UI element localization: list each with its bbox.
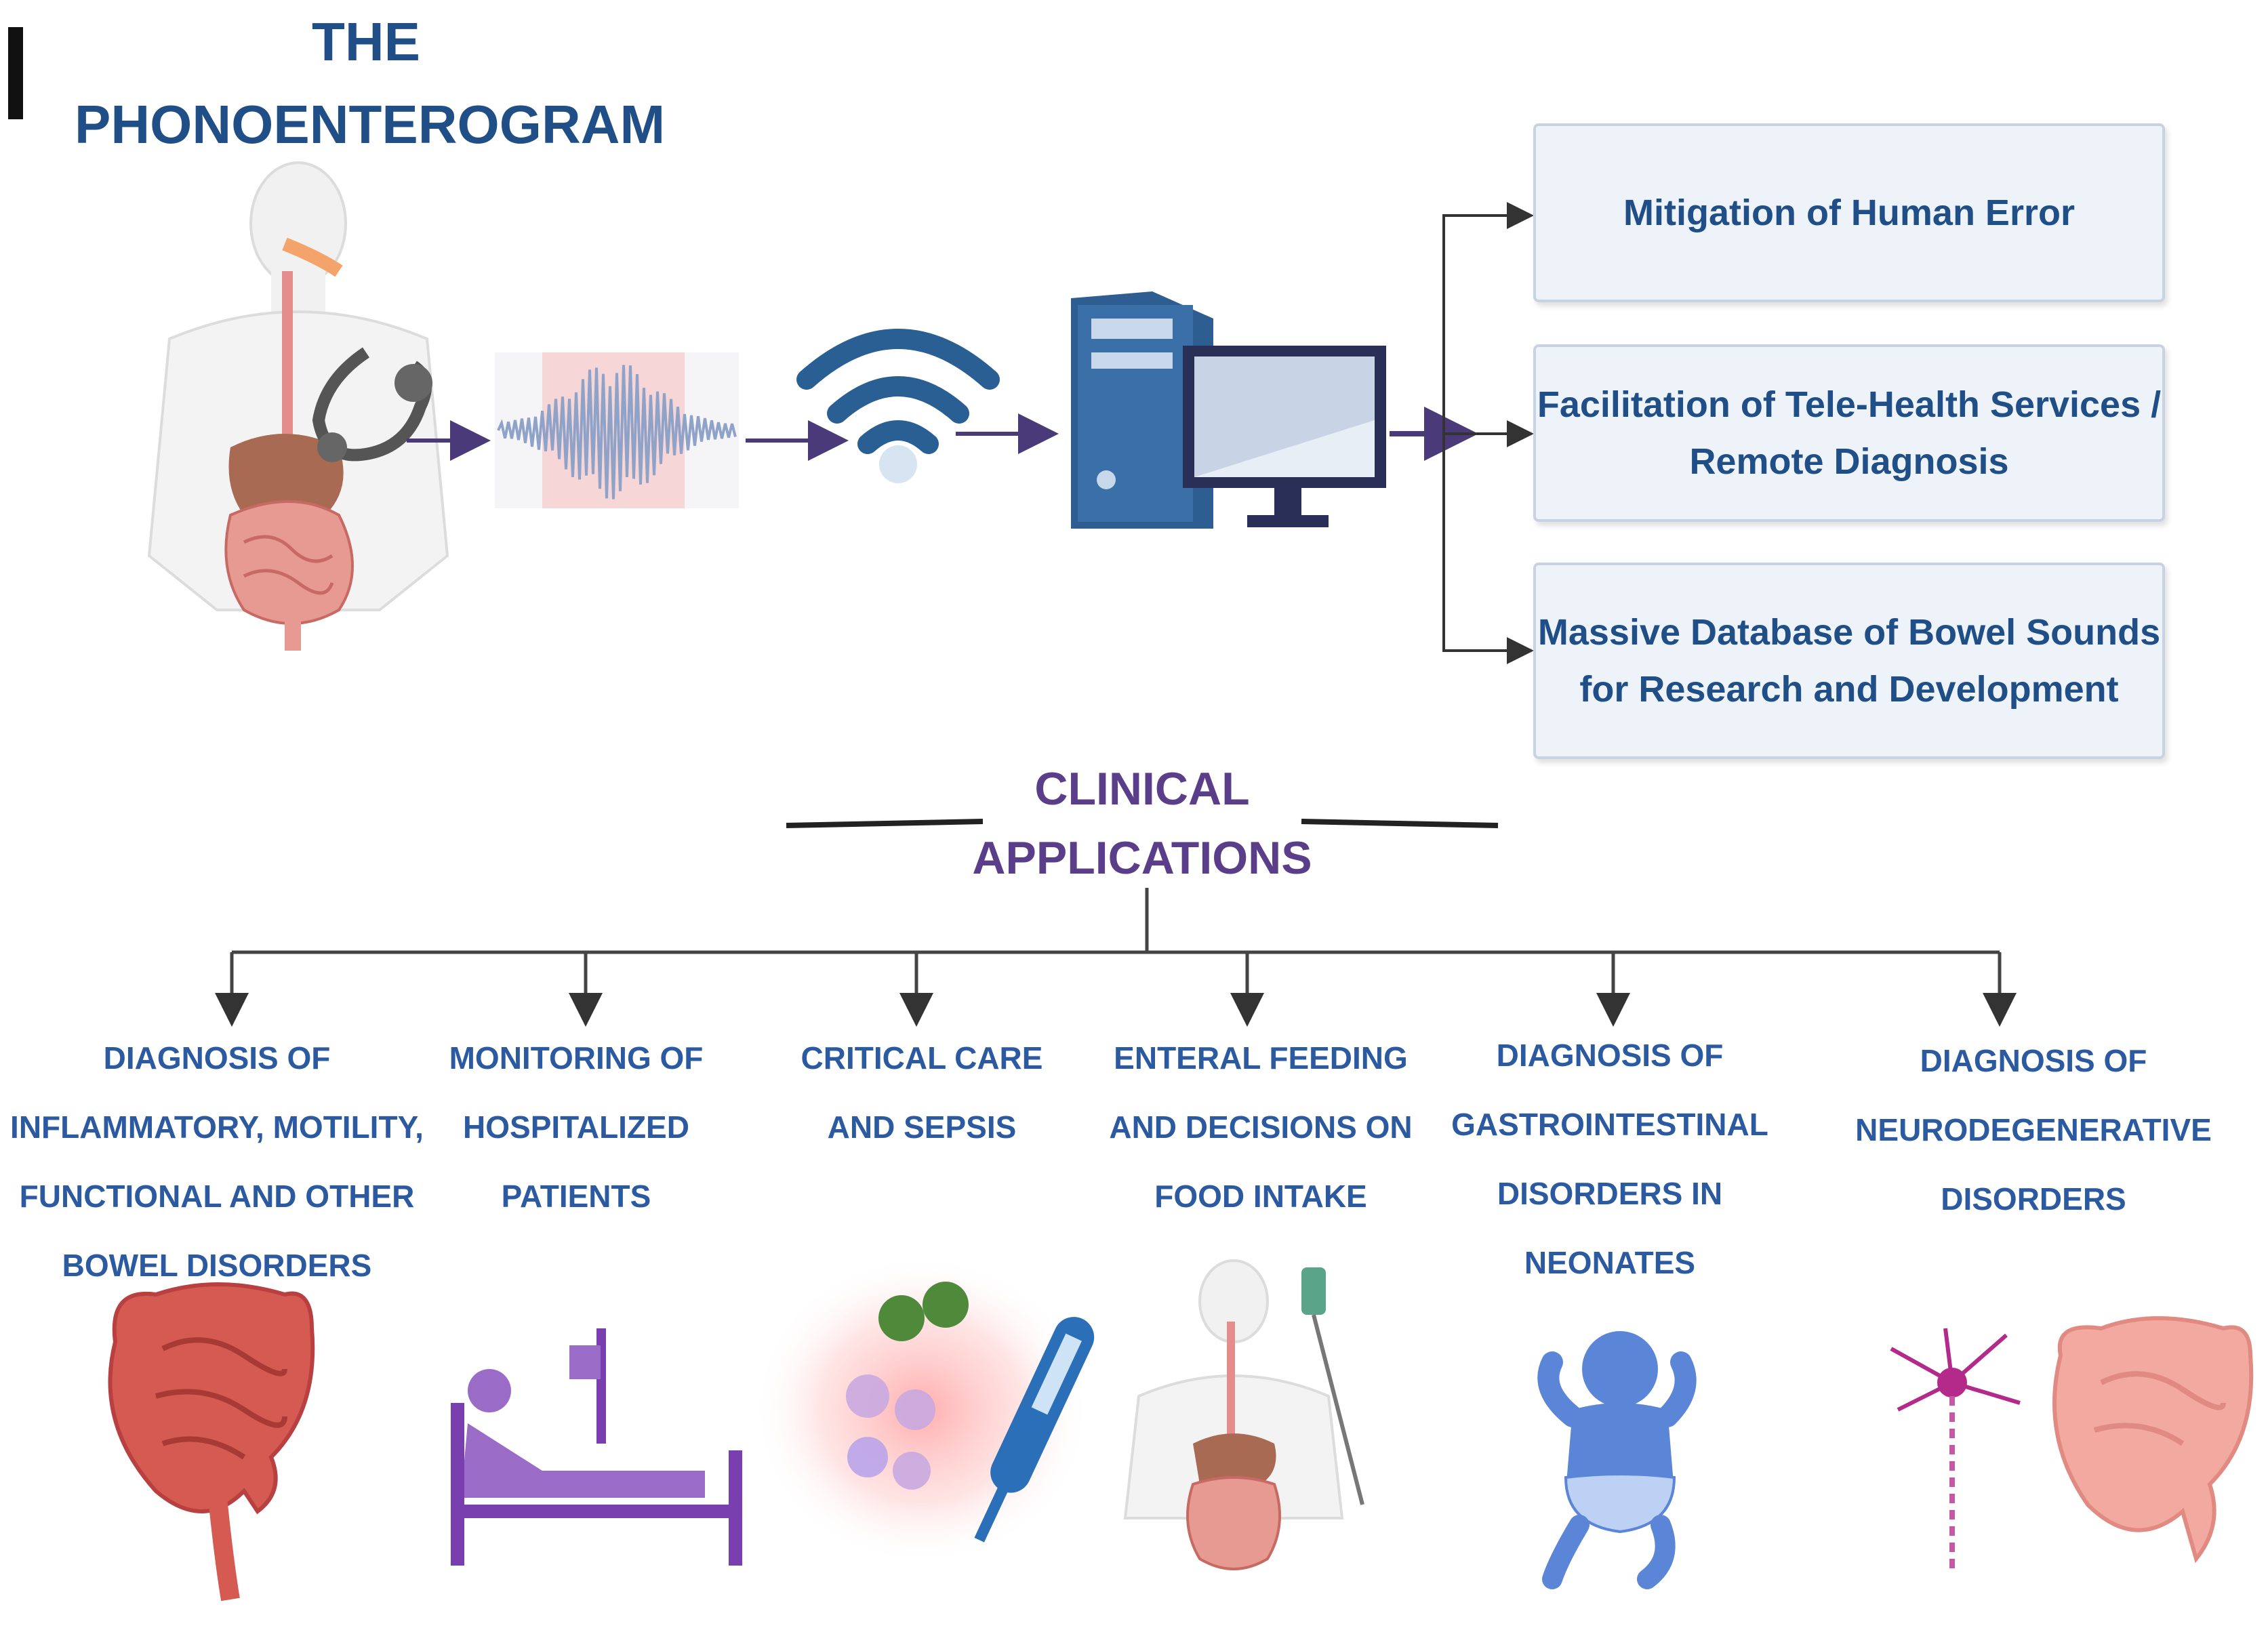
app-6-line-1: DIAGNOSIS OF xyxy=(1920,1043,2147,1078)
app-1-line-4: BOWEL DISORDERS xyxy=(62,1248,372,1283)
outcome-2-line-2: Remote Diagnosis xyxy=(1689,441,2009,482)
app-3-line-2: AND SEPSIS xyxy=(827,1109,1017,1145)
app-6-line-3: DISORDERS xyxy=(1941,1181,2126,1217)
app-3-line-1: CRITICAL CARE xyxy=(801,1040,1043,1076)
wifi-icon xyxy=(796,329,1000,483)
application-label-hospitalized: MONITORING OF HOSPITALIZED PATIENTS xyxy=(434,1023,718,1231)
feeding-tube-icon xyxy=(1123,1259,1364,1570)
application-label-neonates: DIAGNOSIS OF GASTROINTESTINAL DISORDERS … xyxy=(1444,1021,1776,1297)
app-4-line-3: FOOD INTAKE xyxy=(1154,1179,1367,1214)
app-5-line-2: GASTROINTESTINAL xyxy=(1451,1107,1768,1142)
application-label-sepsis: CRITICAL CARE AND SEPSIS xyxy=(786,1023,1057,1162)
app-2-line-1: MONITORING OF xyxy=(449,1040,704,1076)
human-torso-icon xyxy=(147,161,449,651)
app-5-line-1: DIAGNOSIS OF xyxy=(1496,1038,1724,1073)
app-1-line-2: INFLAMMATORY, MOTILITY, xyxy=(10,1109,424,1145)
neuron-intestine-icon xyxy=(1890,1316,2254,1572)
large-intestine-icon xyxy=(108,1282,315,1602)
clinical-heading-line-2: APPLICATIONS xyxy=(972,832,1312,884)
baby-icon xyxy=(1537,1331,1697,1589)
outcome-box-telehealth: Facilitation of Tele-Health Services / Re… xyxy=(1533,344,2165,522)
title-line-2: PHONOENTEROGRAM xyxy=(75,94,666,155)
outcome-1-line-1: Mitigation of Human Error xyxy=(1623,192,2075,233)
title-line-1: THE xyxy=(312,12,420,72)
hospital-bed-icon xyxy=(451,1328,742,1566)
outcome-3-line-1: Massive Database of Bowel Sounds xyxy=(1537,612,2161,653)
application-label-bowel: DIAGNOSIS OF INFLAMMATORY, MOTILITY, FUN… xyxy=(0,1023,434,1300)
app-4-line-2: AND DECISIONS ON xyxy=(1109,1109,1413,1145)
outcome-3-line-2: for Research and Development xyxy=(1579,669,2119,710)
thermometer-bacteria-icon xyxy=(752,1254,1095,1566)
app-5-line-3: DISORDERS IN xyxy=(1497,1176,1723,1211)
app-5-line-4: NEONATES xyxy=(1524,1245,1696,1280)
sound-wave-icon xyxy=(495,352,739,508)
panel-marker xyxy=(8,27,23,119)
app-2-line-3: PATIENTS xyxy=(501,1179,651,1214)
outcome-box-human-error: Mitigation of Human Error xyxy=(1533,123,2165,302)
clinical-heading-line-1: CLINICAL xyxy=(1034,763,1250,815)
app-6-line-2: NEURODEGENERATIVE xyxy=(1855,1112,2212,1147)
app-1-line-1: DIAGNOSIS OF xyxy=(103,1040,331,1076)
app-4-line-1: ENTERAL FEEDING xyxy=(1114,1040,1408,1076)
application-label-feeding: ENTERAL FEEDING AND DECISIONS ON FOOD IN… xyxy=(1098,1023,1423,1231)
application-arrows xyxy=(215,952,2017,1027)
application-label-neurodegenerative: DIAGNOSIS OF NEURODEGENERATIVE DISORDERS xyxy=(1844,1026,2223,1233)
outcome-2-line-1: Facilitation of Tele-Health Services / xyxy=(1537,384,2162,425)
app-1-line-3: FUNCTIONAL AND OTHER xyxy=(19,1179,415,1214)
app-2-line-2: HOSPITALIZED xyxy=(463,1109,689,1145)
outcome-box-database: Massive Database of Bowel Sounds for Rese… xyxy=(1533,563,2165,759)
computer-icon xyxy=(1071,291,1386,529)
